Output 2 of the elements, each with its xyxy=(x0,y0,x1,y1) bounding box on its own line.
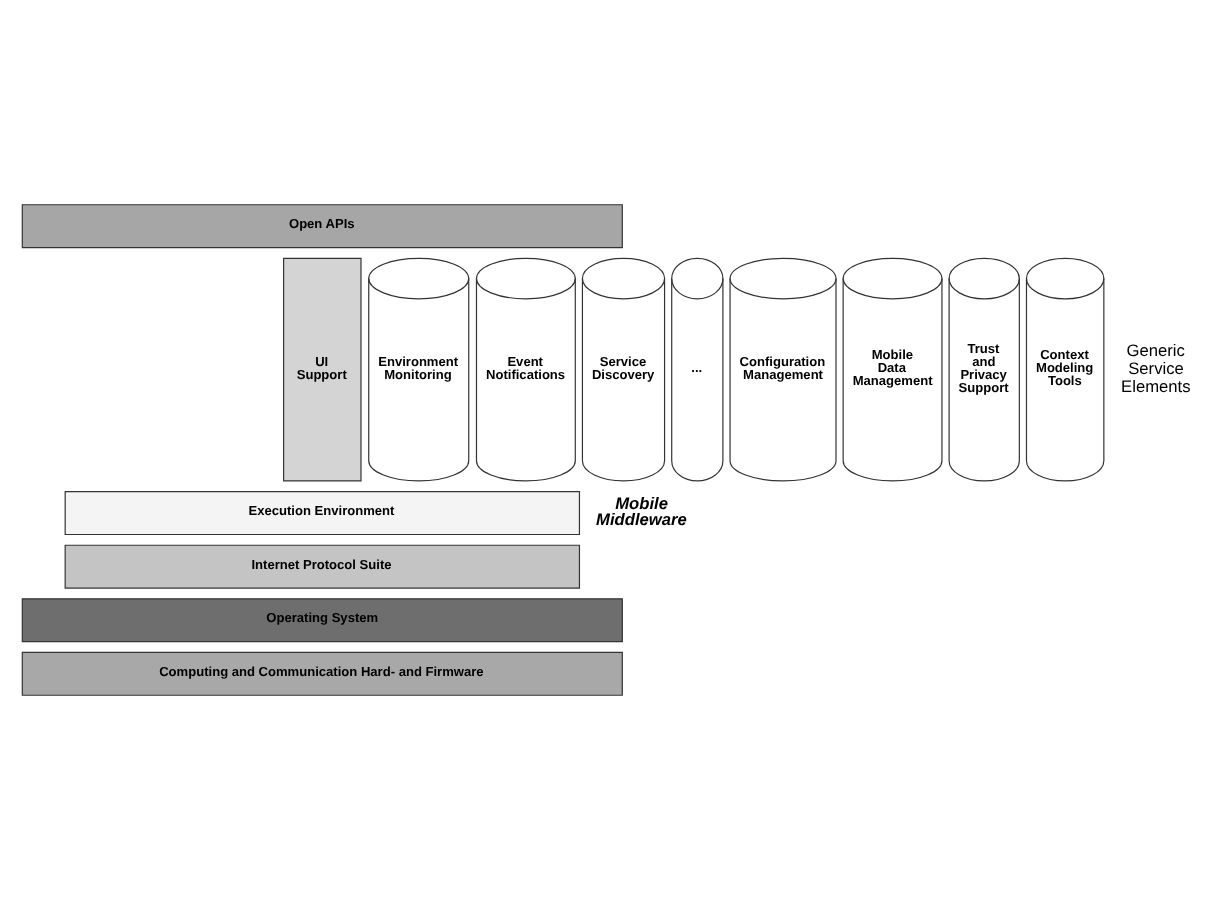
label: Mobile Middleware xyxy=(596,492,687,530)
label: Generic Service Elements xyxy=(1121,340,1191,396)
